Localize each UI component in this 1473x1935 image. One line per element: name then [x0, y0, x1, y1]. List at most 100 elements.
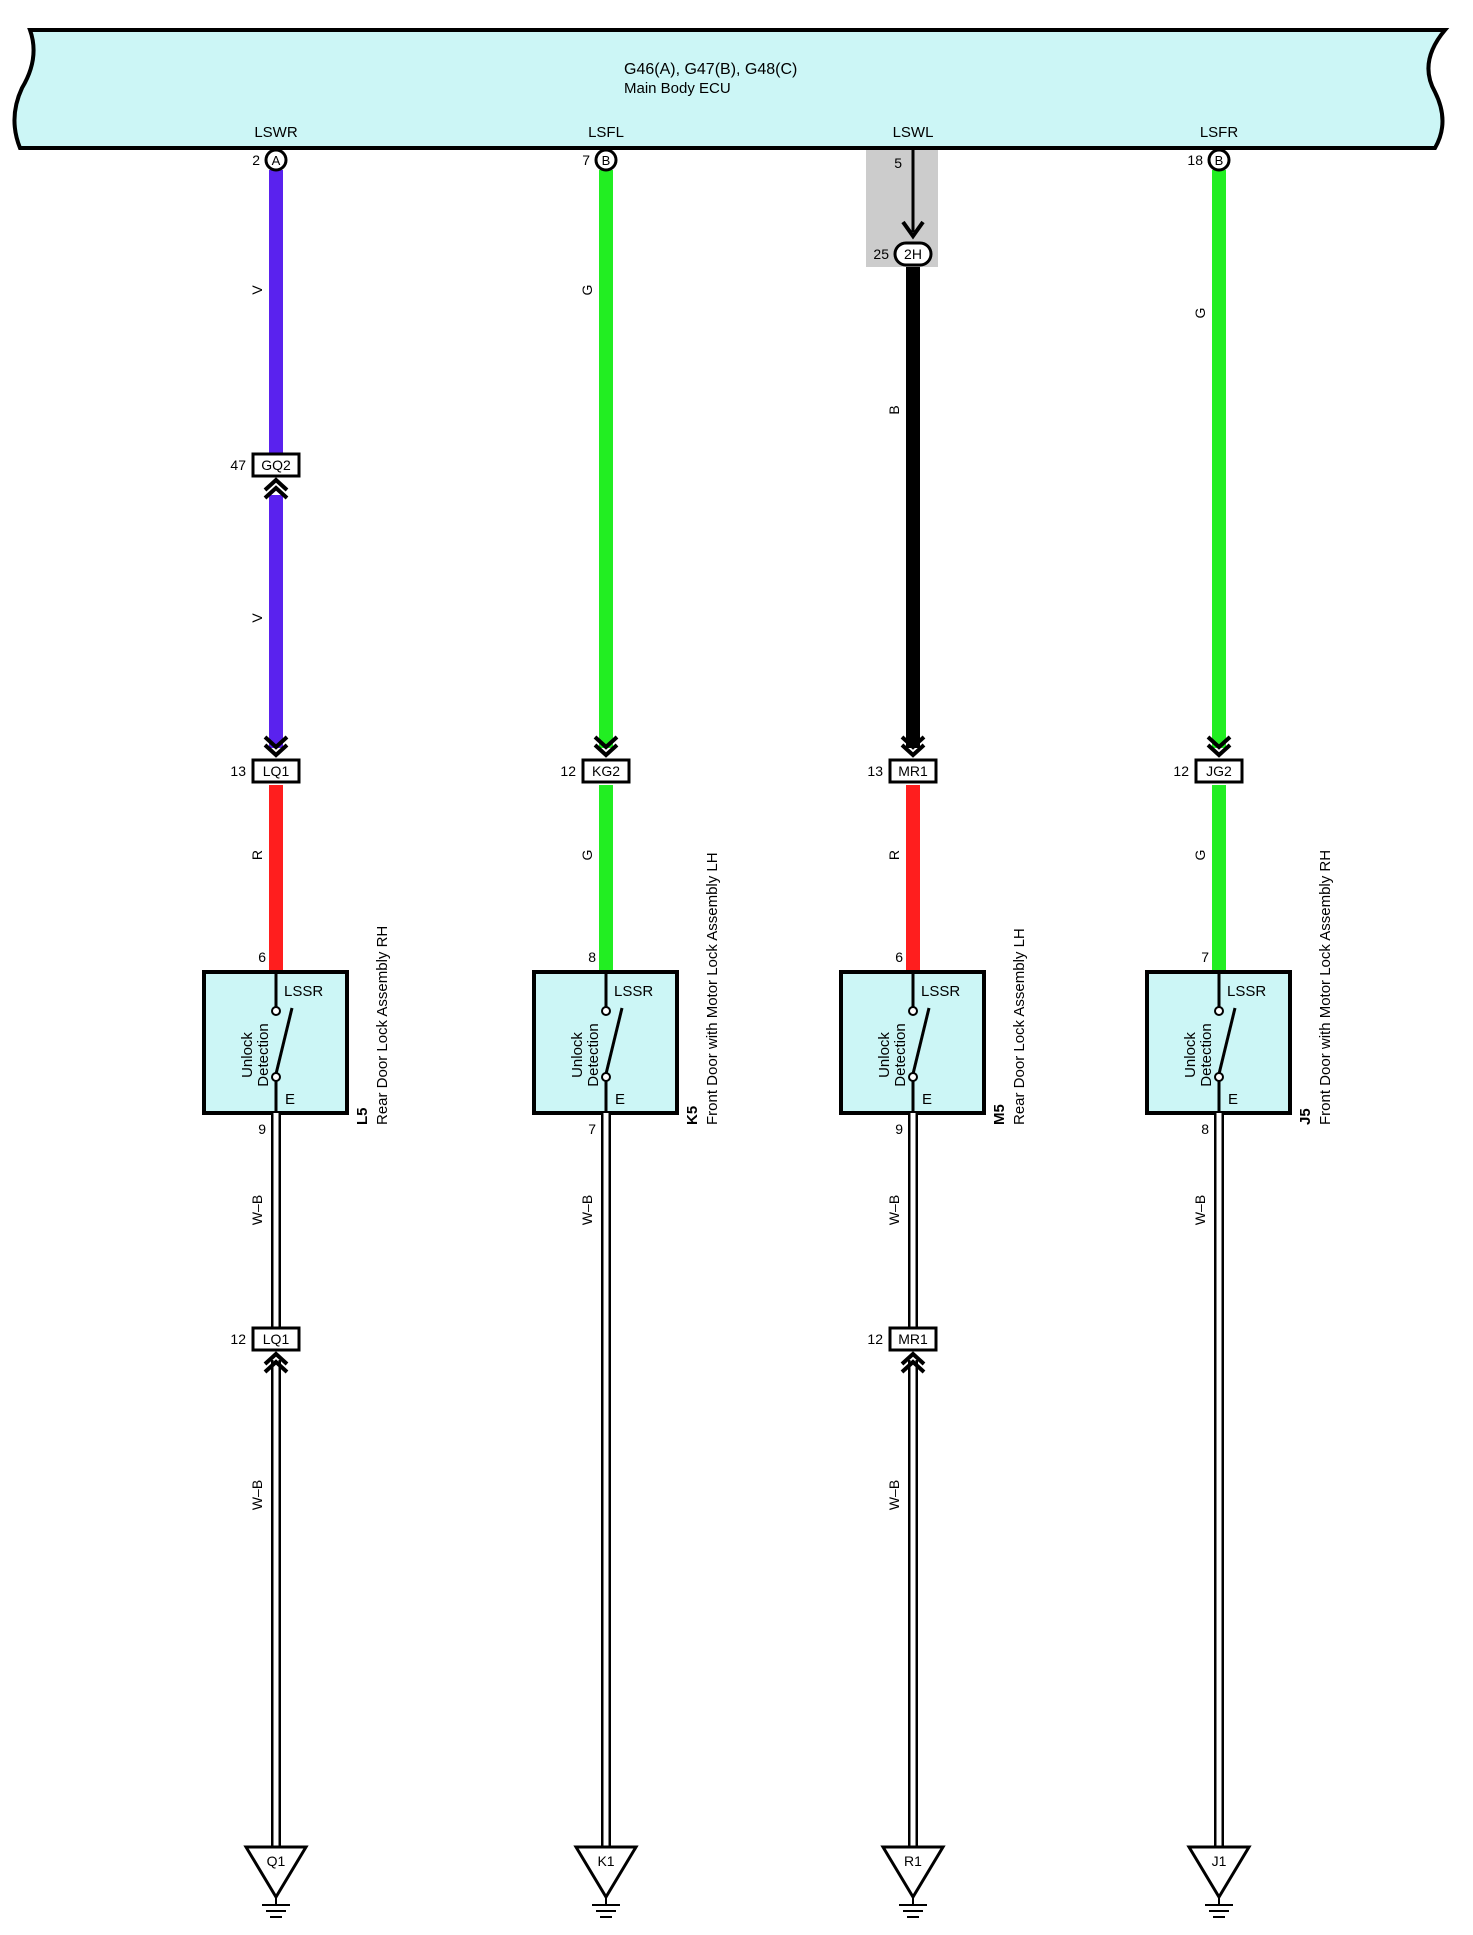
switch-function: Unlock [1182, 1032, 1199, 1078]
wire-color-label: G [1192, 850, 1208, 861]
ecu-connectors: G46(A), G47(B), G48(C) [624, 61, 797, 78]
terminal-label: LSFL [588, 124, 624, 141]
circuit-lsfr: LSFR B 18 G JG2 12 G 7 LSSR E Unlock Det… [1145, 124, 1334, 1918]
connector-name: KG2 [592, 763, 620, 779]
wire-color-label: W–B [886, 1480, 902, 1510]
component-name: Rear Door Lock Assembly RH [374, 926, 391, 1125]
wire-color-label: B [886, 405, 902, 414]
connector-pin: 12 [1173, 763, 1189, 779]
terminal-label: LSFR [1200, 124, 1239, 141]
switch-pin-out: 7 [588, 1121, 596, 1137]
ground-symbol [262, 1897, 290, 1918]
terminal-label: LSWR [254, 124, 298, 141]
switch-contact [1214, 1006, 1224, 1016]
switch-pin-out: 9 [895, 1121, 903, 1137]
switch-function: Detection [892, 1023, 909, 1086]
switch-term-bot: E [922, 1091, 932, 1108]
connector-box [251, 758, 301, 784]
ecu-pin-circle [594, 148, 618, 172]
circuit-lswl: LSWL 5 2H 25 B MR1 13 R 6 LSSR E Unlock … [839, 124, 1028, 1918]
junction-name: 2H [904, 246, 922, 262]
switch-pin-in: 6 [258, 949, 266, 965]
connector-chevron [263, 477, 289, 500]
ecu-pin-circle [1207, 148, 1231, 172]
connector-name: GQ2 [261, 457, 291, 473]
connector-pin: 12 [867, 1331, 883, 1347]
ground-triangle [880, 1845, 946, 1900]
connector-chevron [263, 1351, 289, 1374]
ground-label: K1 [597, 1853, 614, 1869]
ground-label: Q1 [267, 1853, 286, 1869]
wire-color-label: V [249, 285, 265, 295]
ecu-pin-number: 2 [252, 152, 260, 168]
component-name: Front Door with Motor Lock Assembly LH [704, 852, 721, 1125]
wire-color-label: W–B [249, 1480, 265, 1510]
junction-box [893, 241, 933, 267]
switch-pin-in: 8 [588, 949, 596, 965]
terminal-label: LSWL [893, 124, 934, 141]
ecu-pin-number: 7 [582, 152, 590, 168]
switch-function: Detection [585, 1023, 602, 1086]
switch-contact [271, 1006, 281, 1016]
connector-name: LQ1 [263, 763, 290, 779]
ecu-outline [12, 28, 1450, 150]
ecu-connector-letter: B [1215, 153, 1224, 168]
ground-triangle [1186, 1845, 1252, 1900]
wire-color-label: W–B [1192, 1195, 1208, 1225]
switch-term-top: LSSR [1227, 983, 1266, 1000]
connector-chevron [900, 735, 926, 758]
connector-pin: 47 [230, 457, 246, 473]
wire-color-label: G [579, 850, 595, 861]
ecu-block: G46(A), G47(B), G48(C) Main Body ECU [12, 28, 1450, 150]
ecu-pin-number: 5 [894, 155, 902, 171]
ground-triangle [243, 1845, 309, 1900]
switch-pin-out: 9 [258, 1121, 266, 1137]
ground-symbol [1205, 1897, 1233, 1918]
switch-function: Unlock [239, 1032, 256, 1078]
wire-color-label: W–B [886, 1195, 902, 1225]
junction-pin: 25 [873, 246, 889, 262]
arrow-head [901, 220, 925, 240]
switch-blade [274, 1007, 294, 1075]
connector-box [1194, 758, 1244, 784]
wire-color-label: G [1192, 308, 1208, 319]
switch-blade [604, 1007, 624, 1075]
switch-blade [1217, 1007, 1237, 1075]
switch-term-bot: E [1228, 1091, 1238, 1108]
switch-blade [911, 1007, 931, 1075]
switch-contact [908, 1072, 918, 1082]
ground-triangle [573, 1845, 639, 1900]
connector-box [581, 758, 631, 784]
switch-term-top: LSSR [921, 983, 960, 1000]
switch-term-bot: E [285, 1091, 295, 1108]
ecu-pin-number: 18 [1187, 152, 1203, 168]
connector-box [888, 1326, 938, 1352]
wire-color-label: R [886, 850, 902, 860]
component-code: L5 [354, 1107, 371, 1125]
wire-color-label: W–B [579, 1195, 595, 1225]
switch-contact [601, 1006, 611, 1016]
ecu-connector-letter: B [602, 153, 611, 168]
switch-pin-in: 7 [1201, 949, 1209, 965]
connector-pin: 12 [230, 1331, 246, 1347]
connector-chevron [1206, 735, 1232, 758]
switch-contact [908, 1006, 918, 1016]
switch-function: Detection [255, 1023, 272, 1086]
switch-contact [601, 1072, 611, 1082]
connector-box [251, 1326, 301, 1352]
component-code: J5 [1297, 1108, 1314, 1125]
ground-label: R1 [904, 1853, 922, 1869]
ecu-connector-letter: A [272, 153, 281, 168]
connector-name: LQ1 [263, 1331, 290, 1347]
ground-symbol [592, 1897, 620, 1918]
connector-chevron [263, 735, 289, 758]
wire-color-label: V [249, 613, 265, 623]
switch-term-top: LSSR [284, 983, 323, 1000]
connector-pin: 13 [230, 763, 246, 779]
ground-label: J1 [1212, 1853, 1227, 1869]
component-name: Front Door with Motor Lock Assembly RH [1317, 850, 1334, 1125]
connector-name: MR1 [898, 1331, 928, 1347]
switch-function: Unlock [569, 1032, 586, 1078]
connector-name: JG2 [1206, 763, 1232, 779]
